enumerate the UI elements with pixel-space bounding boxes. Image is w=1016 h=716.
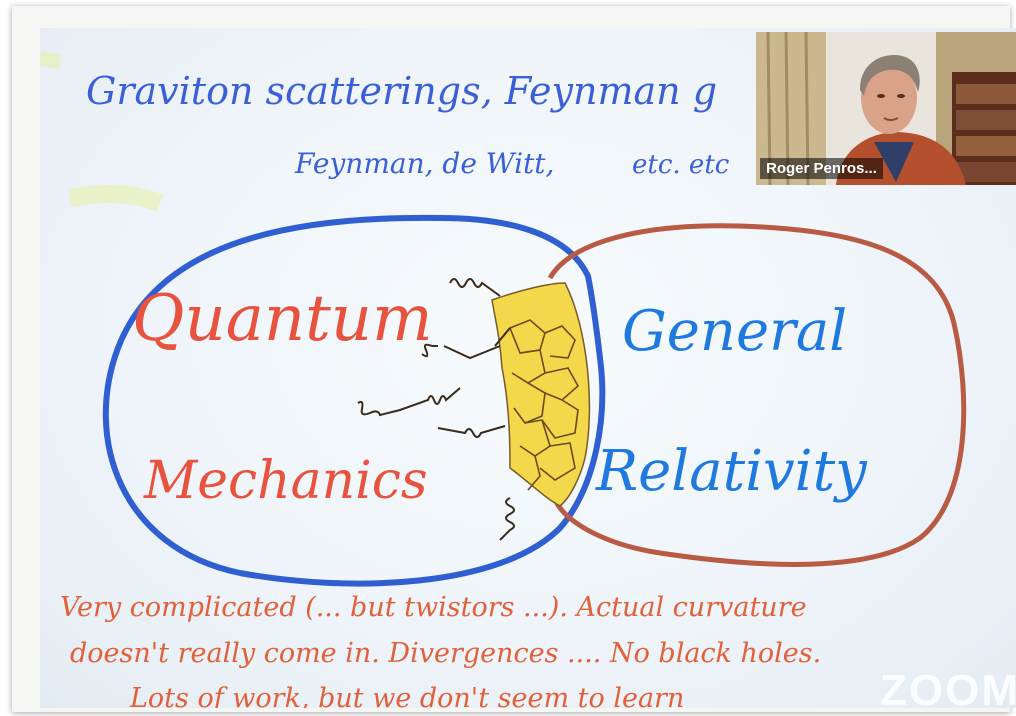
heading-line1: Graviton scatterings, Feynman g	[86, 69, 717, 113]
overlap-region	[491, 282, 591, 507]
notes-line2: doesn't really come in. Divergences ....…	[70, 638, 821, 669]
person-shirt	[874, 142, 914, 182]
notes-line3: Lots of work, but we don't seem to learn	[129, 683, 684, 708]
quantum-label: Quantum	[132, 282, 433, 356]
general-label: General	[622, 299, 847, 364]
quantum-mechanics-circle	[102, 214, 606, 587]
general-relativity-circle	[547, 223, 967, 567]
relativity-label: Relativity	[595, 439, 868, 504]
graviton-lines	[357, 278, 515, 541]
mechanics-label: Mechanics	[143, 451, 428, 511]
person-hair	[860, 55, 920, 96]
heading-line2-etc: etc. etc	[632, 150, 730, 180]
person-face	[861, 62, 917, 134]
zoom-watermark: ZOOM	[880, 666, 1016, 708]
participant-video-tile[interactable]: Roger Penros...	[756, 32, 1016, 185]
highlighter-mark	[40, 51, 62, 69]
screenshot-frame: Graviton scatterings, Feynman g Feynman,…	[12, 6, 1016, 712]
slide-drawing: Graviton scatterings, Feynman g Feynman,…	[40, 51, 967, 708]
overlap-cell-pattern	[508, 319, 580, 491]
notes-line1: Very complicated (... but twistors ...).…	[60, 592, 807, 623]
heading-line2-names: Feynman, de Witt,	[294, 147, 554, 180]
highlighter-mark	[68, 185, 164, 212]
participant-name-tag: Roger Penros...	[760, 158, 883, 179]
